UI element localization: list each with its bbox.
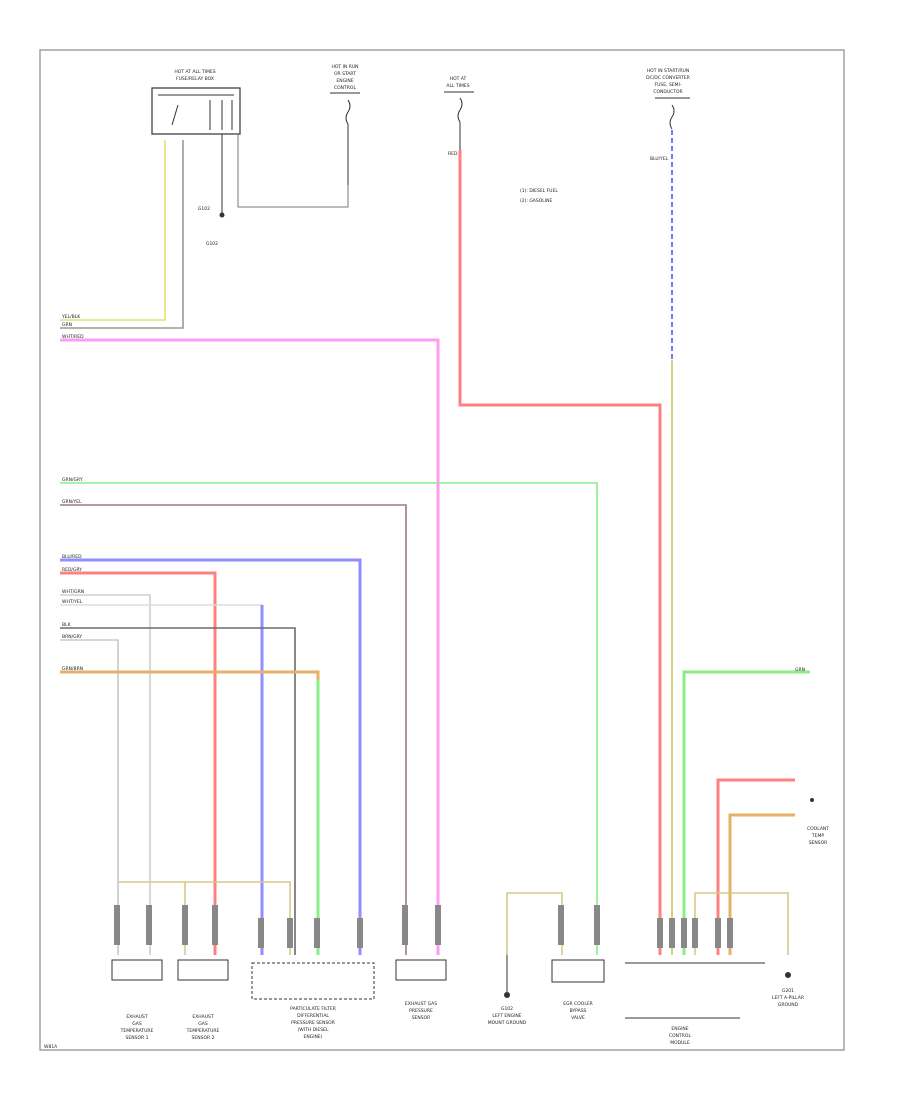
cmp8-label-2: LEFT A-PILLAR: [772, 995, 804, 1001]
cmp1-label-1: EXHAUST: [126, 1014, 148, 1020]
wire-blue: [60, 558, 362, 955]
wire-label-9: WHT/YEL: [62, 599, 83, 605]
relay-component: HOT AT ALL TIMES FUSE/RELAY BOX: [151, 69, 241, 135]
cmp3-label-5: ENGINE): [304, 1034, 323, 1040]
wire-labels: YEL/BLK GRN WHT/RED GRN/GRY GRN/YEL BLU/…: [61, 151, 805, 673]
bottom-components: EXHAUST GAS TEMPERATURE SENSOR 1 EXHAUST…: [111, 905, 804, 1046]
cmp2-label-3: TEMPERATURE: [186, 1028, 220, 1034]
wire-label-2: GRN: [62, 322, 72, 328]
hot-at-component: HOT AT ALL TIMES: [444, 76, 474, 150]
wire-yel: [60, 140, 166, 321]
cmp2-label-4: SENSOR 2: [192, 1035, 215, 1041]
legend: (1): DIESEL FUEL (2): GASOLINE: [520, 188, 558, 204]
wire-white-1: [60, 594, 151, 955]
cmp1-label-2: GAS: [132, 1021, 142, 1027]
wire-label-7: RED/GRY: [62, 567, 82, 573]
cmp3-label-4: (WITH DIESEL: [298, 1027, 329, 1033]
dc-label-4: CONDUCTOR: [653, 89, 682, 95]
cmp6-label-2: BYPASS: [570, 1008, 587, 1014]
coolant-label-2: TEMP: [811, 833, 824, 839]
wire-label-4: GRN/GRY: [62, 477, 83, 483]
cmp2-label-2: GAS: [198, 1021, 208, 1027]
coolant-sensor: COOLANT TEMP SENSOR: [807, 798, 829, 846]
hot-run-label-2: OR START: [334, 71, 356, 77]
wire-label-8: WHT/GRN: [62, 589, 84, 595]
cmp7-label-2: CONTROL: [669, 1033, 691, 1039]
cmp7-label-1: ENGINE: [671, 1026, 688, 1032]
wire-label-3: WHT/RED: [62, 334, 84, 340]
wire-tan-ground: [694, 892, 789, 955]
dc-label-1: HOT IN START/RUN: [647, 68, 689, 74]
wire-white-2: [60, 604, 263, 955]
cmp1-label-3: TEMPERATURE: [120, 1028, 154, 1034]
wire-green-right: [682, 670, 810, 955]
cmp4-label-3: SENSOR: [412, 1015, 431, 1021]
wire-label-10: BLK: [62, 622, 72, 628]
cmp3-label-3: PRESSURE SENSOR: [291, 1020, 335, 1026]
cmp1-label-4: SENSOR 1: [126, 1035, 149, 1041]
cmp4-label-1: EXHAUST GAS: [405, 1001, 437, 1007]
ground-relay: G102 G102: [198, 134, 225, 247]
wire-green-1: [60, 482, 598, 955]
legend-item-1: (1): DIESEL FUEL: [520, 188, 558, 194]
wire-red-2: [60, 571, 217, 955]
wire-label-13: RED: [448, 151, 458, 157]
cmp5-label-1: G102: [501, 1006, 513, 1012]
wire-label-14: BLU/YEL: [650, 156, 669, 162]
wire-tan-egr: [506, 892, 563, 955]
ground-relay-label: G102: [198, 206, 210, 212]
ground-relay-sub: G102: [206, 241, 218, 247]
cmp6-label-1: EGR COOLER: [563, 1001, 593, 1007]
cmp5-label-3: MOUNT GROUND: [488, 1020, 527, 1026]
hot-run-label-3: ENGINE: [336, 78, 353, 84]
wire-label-5: GRN/YEL: [62, 499, 82, 505]
wire-brown: [60, 504, 407, 955]
cmp3-label-1: PARTICULATE FILTER: [290, 1006, 336, 1012]
cmp5-label-2: LEFT ENGINE: [492, 1013, 521, 1019]
wire-red-main: [458, 150, 662, 955]
wire-tan-right: [728, 813, 795, 955]
wire-pink: [60, 338, 440, 955]
wire-orange: [60, 670, 320, 955]
cmp4-label-2: PRESSURE: [409, 1008, 433, 1014]
hot-at-label-1: HOT AT: [450, 76, 467, 82]
hot-run-label-4: CONTROL: [334, 85, 356, 91]
wire-label-15: GRN: [795, 667, 805, 673]
relay-label-2: FUSE/RELAY BOX: [176, 76, 214, 82]
wire-black: [60, 627, 296, 955]
coolant-label-1: COOLANT: [807, 826, 829, 832]
wire-label-1: YEL/BLK: [61, 314, 81, 320]
wire-label-6: BLU/RED: [62, 554, 82, 560]
cmp3-label-2: DIFFERENTIAL: [297, 1013, 329, 1019]
hot-run-label-1: HOT IN RUN: [331, 64, 358, 70]
hot-at-label-2: ALL TIMES: [446, 83, 469, 89]
legend-item-2: (2): GASOLINE: [520, 198, 552, 204]
footer-code: W81A: [44, 1044, 58, 1050]
cmp6-label-3: VALVE: [571, 1015, 585, 1021]
wire-gry: [60, 140, 184, 329]
cmp8-label-1: G201: [782, 988, 794, 994]
dc-dc-component: HOT IN START/RUN DC/DC CONVERTER FUSE, S…: [646, 68, 690, 130]
wire-red-right: [716, 778, 795, 955]
dc-label-2: DC/DC CONVERTER: [646, 75, 690, 81]
wire-tan-cross: [118, 881, 291, 955]
dc-label-3: FUSE, SEMI-: [655, 82, 682, 88]
wire-label-12: GRN/BRN: [62, 666, 83, 672]
cmp8-label-3: GROUND: [778, 1002, 799, 1008]
cmp7-label-3: MODULE: [670, 1040, 690, 1046]
relay-label-1: HOT AT ALL TIMES: [174, 69, 215, 75]
cmp2-label-1: EXHAUST: [192, 1014, 214, 1020]
coolant-label-3: SENSOR: [809, 840, 828, 846]
diagram-frame: [39, 49, 845, 1051]
wire-label-11: BRN/GRY: [62, 634, 82, 640]
hot-run-component: HOT IN RUN OR START ENGINE CONTROL: [330, 64, 360, 185]
wire-brn-gry: [60, 639, 119, 955]
